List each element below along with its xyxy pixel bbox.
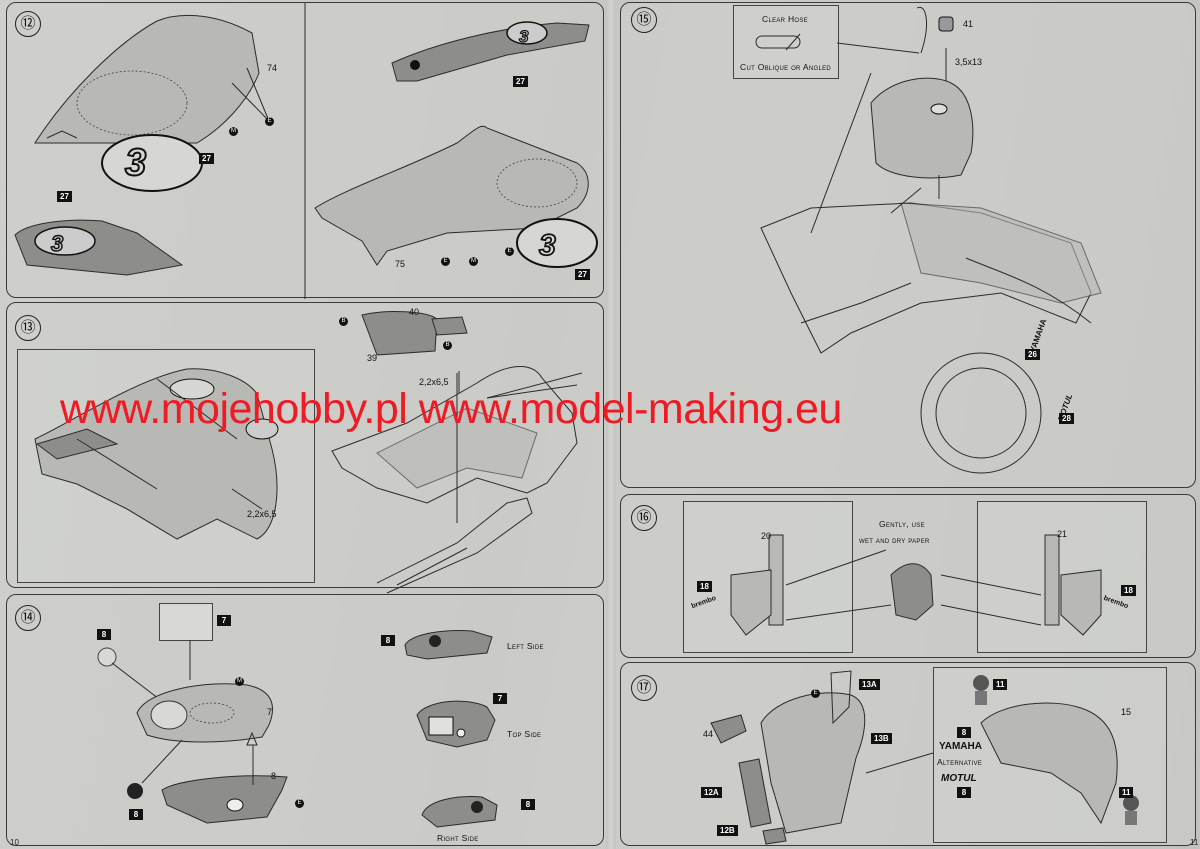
decal-27-badge: 27 [513, 76, 528, 87]
part-74-label: 74 [267, 63, 278, 73]
decal-11-badge: 11 [1119, 787, 1134, 798]
part-b-marker: B [339, 317, 348, 326]
decal-7-sheet [159, 603, 213, 641]
part-15-label: 15 [1121, 707, 1132, 717]
step-16-number: ⑯ [631, 505, 657, 531]
part-40-label: 40 [409, 307, 420, 317]
sanding-note-line2: wet and dry paper [859, 535, 930, 545]
fairing-drawing-right [331, 311, 583, 594]
decal-7-badge: 7 [493, 693, 507, 704]
decal-8-badge: 8 [521, 799, 535, 810]
step-13-number: ⑬ [15, 315, 41, 341]
decal-18-badge: 18 [1121, 585, 1136, 596]
part-20-label: 20 [761, 531, 772, 541]
part-m-marker: M [235, 677, 244, 686]
part-41-label: 41 [963, 19, 974, 29]
part-75-label: 75 [395, 259, 406, 269]
step-12-panel: ⑫ 3 3 74 E M 27 27 3 3 [6, 2, 604, 299]
decal-13b-badge: 13B [871, 733, 892, 744]
step-12-divider [304, 3, 306, 299]
part-39-label: 39 [367, 353, 378, 363]
svg-text:3: 3 [519, 27, 529, 46]
sanding-note-line1: Gently, use [879, 519, 925, 529]
motorcycle-assembly-drawing [760, 6, 1102, 474]
seat-cowl-drawing-left: 3 3 [14, 15, 270, 276]
decal-8-badge: 8 [97, 629, 111, 640]
step-14-number: ⑭ [15, 605, 41, 631]
motul-decal-text: MOTUL [941, 773, 977, 784]
decal-12b-badge: 12B [717, 825, 738, 836]
decal-13a-badge: 13A [859, 679, 880, 690]
svg-text:3: 3 [125, 142, 146, 184]
part-21-label: 21 [1057, 529, 1068, 539]
screw-size-label: 2,2x6,5 [247, 509, 277, 519]
fuel-tank-drawing [97, 640, 288, 824]
fender-drawing [710, 670, 1139, 845]
clear-hose-title: Clear Hose [762, 14, 808, 24]
part-7-label: 7 [267, 707, 273, 717]
decal-27-badge: 27 [575, 269, 590, 280]
step-16-panel: ⑯ Gently, use wet and dry paper 20 21 18… [620, 494, 1196, 658]
decal-8-badge: 8 [957, 787, 971, 798]
screw-size-label: 3,5x13 [955, 57, 983, 67]
part-8-label: 8 [271, 771, 277, 781]
part-e-marker: E [505, 247, 514, 256]
decal-28-badge: 28 [1059, 413, 1074, 424]
decal-8-badge: 8 [381, 635, 395, 646]
step-17-number: ⑰ [631, 675, 657, 701]
step-13-panel: ⑬ 40 B B 39 2,2x6,5 2,2x6,5 [6, 302, 604, 594]
screw-size-label: 2,2x6,5 [419, 377, 449, 387]
hose-drawing [755, 33, 801, 51]
page-number-left: 10 [10, 838, 19, 847]
decal-27-badge: 27 [199, 153, 214, 164]
yamaha-decal-text: YAMAHA [939, 741, 982, 752]
svg-text:3: 3 [51, 231, 63, 256]
decal-7-badge: 7 [217, 615, 231, 626]
alternative-label: Alternative [937, 757, 983, 767]
part-e-marker: E [295, 799, 304, 808]
step-12-number: ⑫ [15, 11, 41, 37]
clear-hose-inset: Clear Hose Cut Oblique or Angled [733, 5, 839, 79]
tank-views-drawing [404, 630, 498, 828]
right-side-label: Right Side [437, 833, 479, 843]
decal-12a-badge: 12A [701, 787, 722, 798]
seat-cowl-drawing-right: 3 3 [314, 21, 598, 268]
part-e-marker: E [811, 689, 820, 698]
part-44-label: 44 [703, 729, 714, 739]
step-15-panel: ⑮ Clear Hose Cut Oblique or Angled [620, 2, 1196, 488]
part-e-marker: E [441, 257, 450, 266]
fork-drawing [730, 534, 1102, 636]
step-14-panel: ⑭ 7 8 M 7 8 E 8 [6, 594, 604, 846]
part-m-marker: M [229, 127, 238, 136]
decal-8-badge: 8 [129, 809, 143, 820]
decal-27-badge: 27 [57, 191, 72, 202]
part-e-marker: E [265, 117, 274, 126]
part-b-marker: B [443, 341, 452, 350]
left-side-label: Left Side [507, 641, 544, 651]
step-15-number: ⑮ [631, 7, 657, 33]
top-side-label: Top Side [507, 729, 542, 739]
decal-26-badge: 26 [1025, 349, 1040, 360]
fairing-drawing-left [34, 368, 279, 540]
part-m-marker: M [469, 257, 478, 266]
decal-11-badge: 11 [993, 679, 1008, 690]
svg-text:3: 3 [539, 229, 556, 262]
step-17-panel: ⑰ E 44 13A 13B 12A 12B 15 11 11 8 YAMAHA… [620, 662, 1196, 846]
decal-8-badge: 8 [957, 727, 971, 738]
page-number-right: 11 [1190, 838, 1199, 847]
hose-cut-note: Cut Oblique or Angled [740, 62, 832, 72]
page-spine [606, 0, 616, 849]
decal-18-badge: 18 [697, 581, 712, 592]
